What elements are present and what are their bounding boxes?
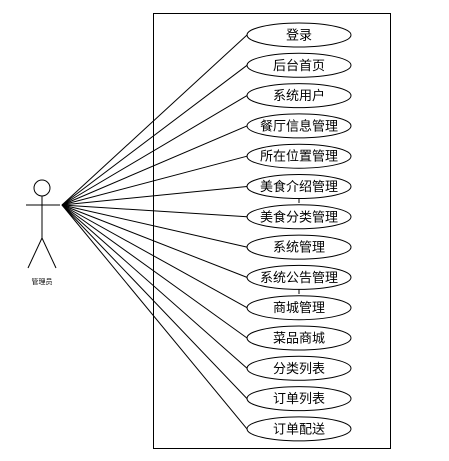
use-case: 订单配送 bbox=[246, 416, 352, 442]
use-case: 美食分类管理 bbox=[246, 204, 352, 230]
use-case-ellipse bbox=[246, 174, 352, 199]
use-case: 所在位置管理 bbox=[246, 143, 352, 169]
association-line bbox=[61, 204, 248, 278]
use-case-ellipse bbox=[246, 355, 352, 381]
association-line bbox=[61, 155, 248, 206]
association-line bbox=[61, 204, 248, 339]
use-case: 系统用户 bbox=[246, 83, 352, 109]
use-case-ellipse bbox=[246, 264, 352, 290]
association-line bbox=[61, 204, 248, 248]
use-case-ellipse bbox=[246, 234, 352, 260]
use-case-label: 分类列表 bbox=[273, 362, 325, 377]
use-case: 餐厅信息管理 bbox=[246, 113, 352, 139]
use-case-label: 订单配送 bbox=[273, 422, 325, 437]
use-case-label: 餐厅信息管理 bbox=[260, 118, 338, 134]
use-case-ellipse bbox=[246, 386, 352, 412]
use-case-ellipse bbox=[246, 204, 352, 230]
use-case-ellipse bbox=[246, 113, 352, 139]
system-boundary bbox=[153, 13, 391, 449]
use-case-label: 系统公告管理 bbox=[260, 271, 338, 286]
use-case: 登录 bbox=[246, 22, 352, 48]
use-case-ellipse bbox=[246, 22, 352, 48]
use-case-label: 订单列表 bbox=[273, 392, 325, 407]
use-case: 菜品商城 bbox=[246, 325, 352, 351]
use-case-ellipse bbox=[246, 143, 352, 169]
use-case-ellipse bbox=[246, 83, 352, 109]
association-line bbox=[61, 34, 248, 206]
use-case-label: 系统用户 bbox=[273, 88, 325, 104]
use-case-ellipse bbox=[246, 416, 352, 442]
association-line bbox=[61, 204, 248, 218]
use-case-ellipse bbox=[246, 325, 352, 351]
associations bbox=[61, 34, 248, 430]
use-case-ellipse bbox=[246, 295, 352, 321]
association-line bbox=[61, 204, 248, 309]
use-case: 订单列表 bbox=[246, 386, 352, 412]
use-cases: 登录后台首页系统用户餐厅信息管理所在位置管理美食介绍管理美食分类管理系统管理系统… bbox=[246, 22, 352, 442]
use-case-label: 所在位置管理 bbox=[260, 150, 338, 165]
association-line bbox=[61, 204, 248, 430]
use-case-label: 后台首页 bbox=[273, 59, 325, 74]
use-case-label: 系统管理 bbox=[273, 241, 325, 256]
actor-left-leg bbox=[27, 237, 43, 269]
use-case-label: 菜品商城 bbox=[273, 332, 325, 347]
use-case: 商城管理 bbox=[246, 295, 352, 321]
use-case-label: 美食分类管理 bbox=[260, 209, 338, 225]
actor-head bbox=[33, 179, 51, 197]
association-line bbox=[61, 95, 248, 206]
use-case-ellipse bbox=[246, 52, 352, 78]
use-case-label: 美食介绍管理 bbox=[260, 179, 338, 195]
association-line bbox=[61, 64, 248, 206]
use-case-label: 登录 bbox=[286, 29, 312, 44]
use-case: 分类列表 bbox=[246, 355, 352, 381]
association-line bbox=[61, 204, 248, 399]
actor-right-leg bbox=[41, 237, 57, 269]
use-case-label: 商城管理 bbox=[273, 301, 325, 316]
association-line bbox=[61, 125, 248, 206]
use-case: 美食介绍管理 bbox=[246, 174, 352, 199]
actor-label: 管理员 bbox=[32, 277, 53, 286]
use-case: 系统管理 bbox=[246, 234, 352, 260]
association-line bbox=[61, 186, 248, 206]
association-line bbox=[61, 204, 248, 369]
actor-admin: 管理员 bbox=[26, 179, 60, 286]
use-case: 后台首页 bbox=[246, 52, 352, 78]
use-case: 系统公告管理 bbox=[246, 264, 352, 290]
